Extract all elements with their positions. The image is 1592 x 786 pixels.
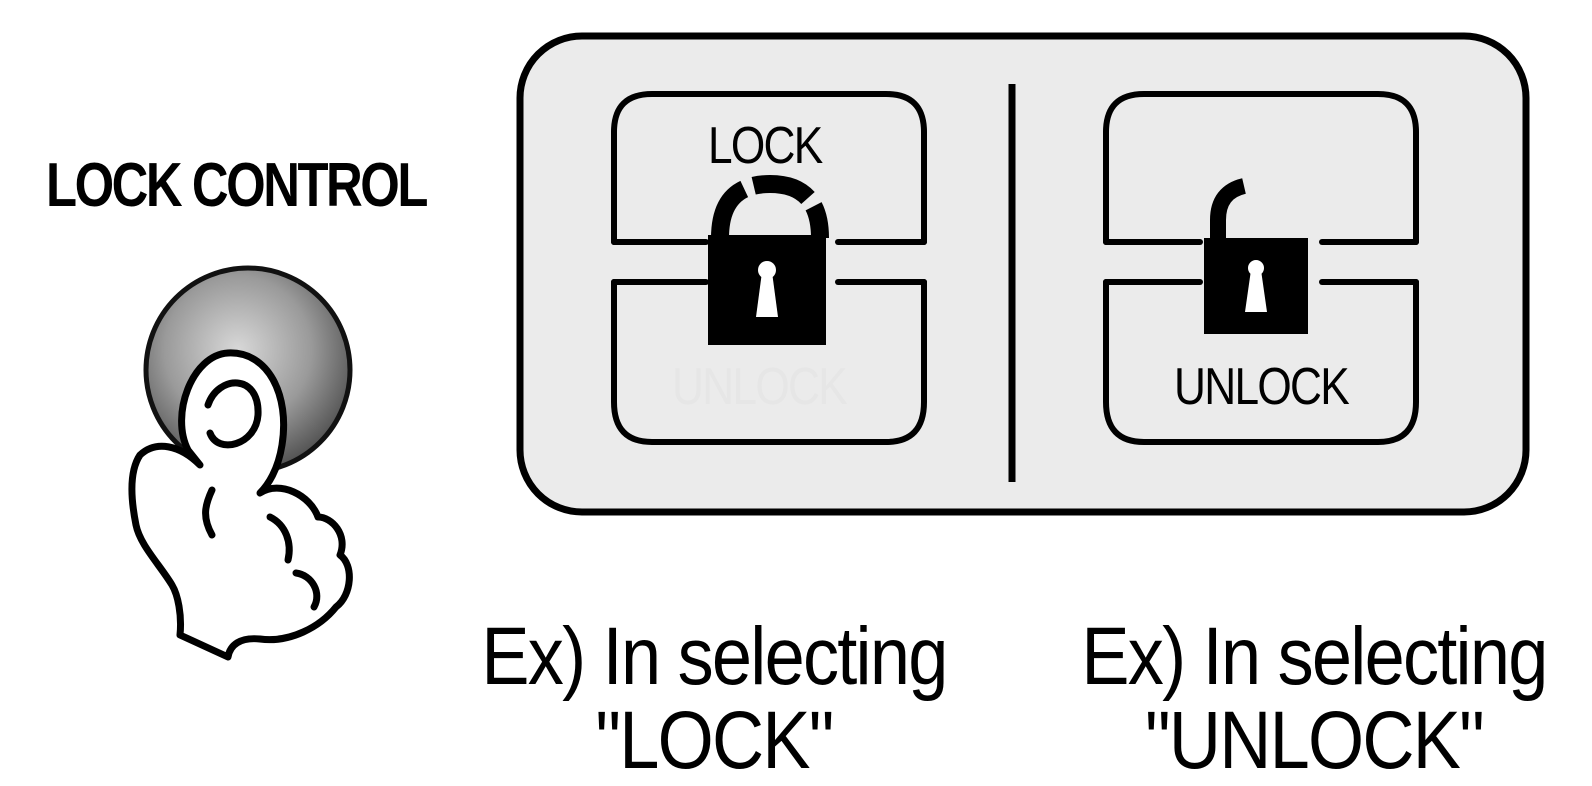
unlocked-padlock-icon — [1204, 178, 1308, 334]
unlock-caption-line1: Ex) In selecting — [1081, 611, 1548, 702]
lock-caption: Ex) In selecting "LOCK" — [468, 615, 961, 783]
lock-panel — [516, 32, 1530, 516]
locked-padlock-icon — [708, 174, 829, 345]
unlock-label-faded: UNLOCK — [672, 358, 848, 416]
unlock-label: UNLOCK — [1174, 358, 1350, 416]
unlock-caption-line2: "UNLOCK" — [1145, 695, 1485, 786]
lock-control-title: LOCK CONTROL — [46, 151, 428, 220]
lock-control-knob[interactable] — [100, 255, 400, 675]
unlock-indicator — [1103, 91, 1419, 445]
finger-hand-icon — [128, 349, 353, 661]
lock-caption-line1: Ex) In selecting — [481, 611, 948, 702]
lock-caption-line2: "LOCK" — [595, 695, 834, 786]
lock-indicator — [611, 91, 927, 445]
unlock-caption: Ex) In selecting "UNLOCK" — [1068, 615, 1561, 783]
lock-label: LOCK — [708, 117, 823, 175]
